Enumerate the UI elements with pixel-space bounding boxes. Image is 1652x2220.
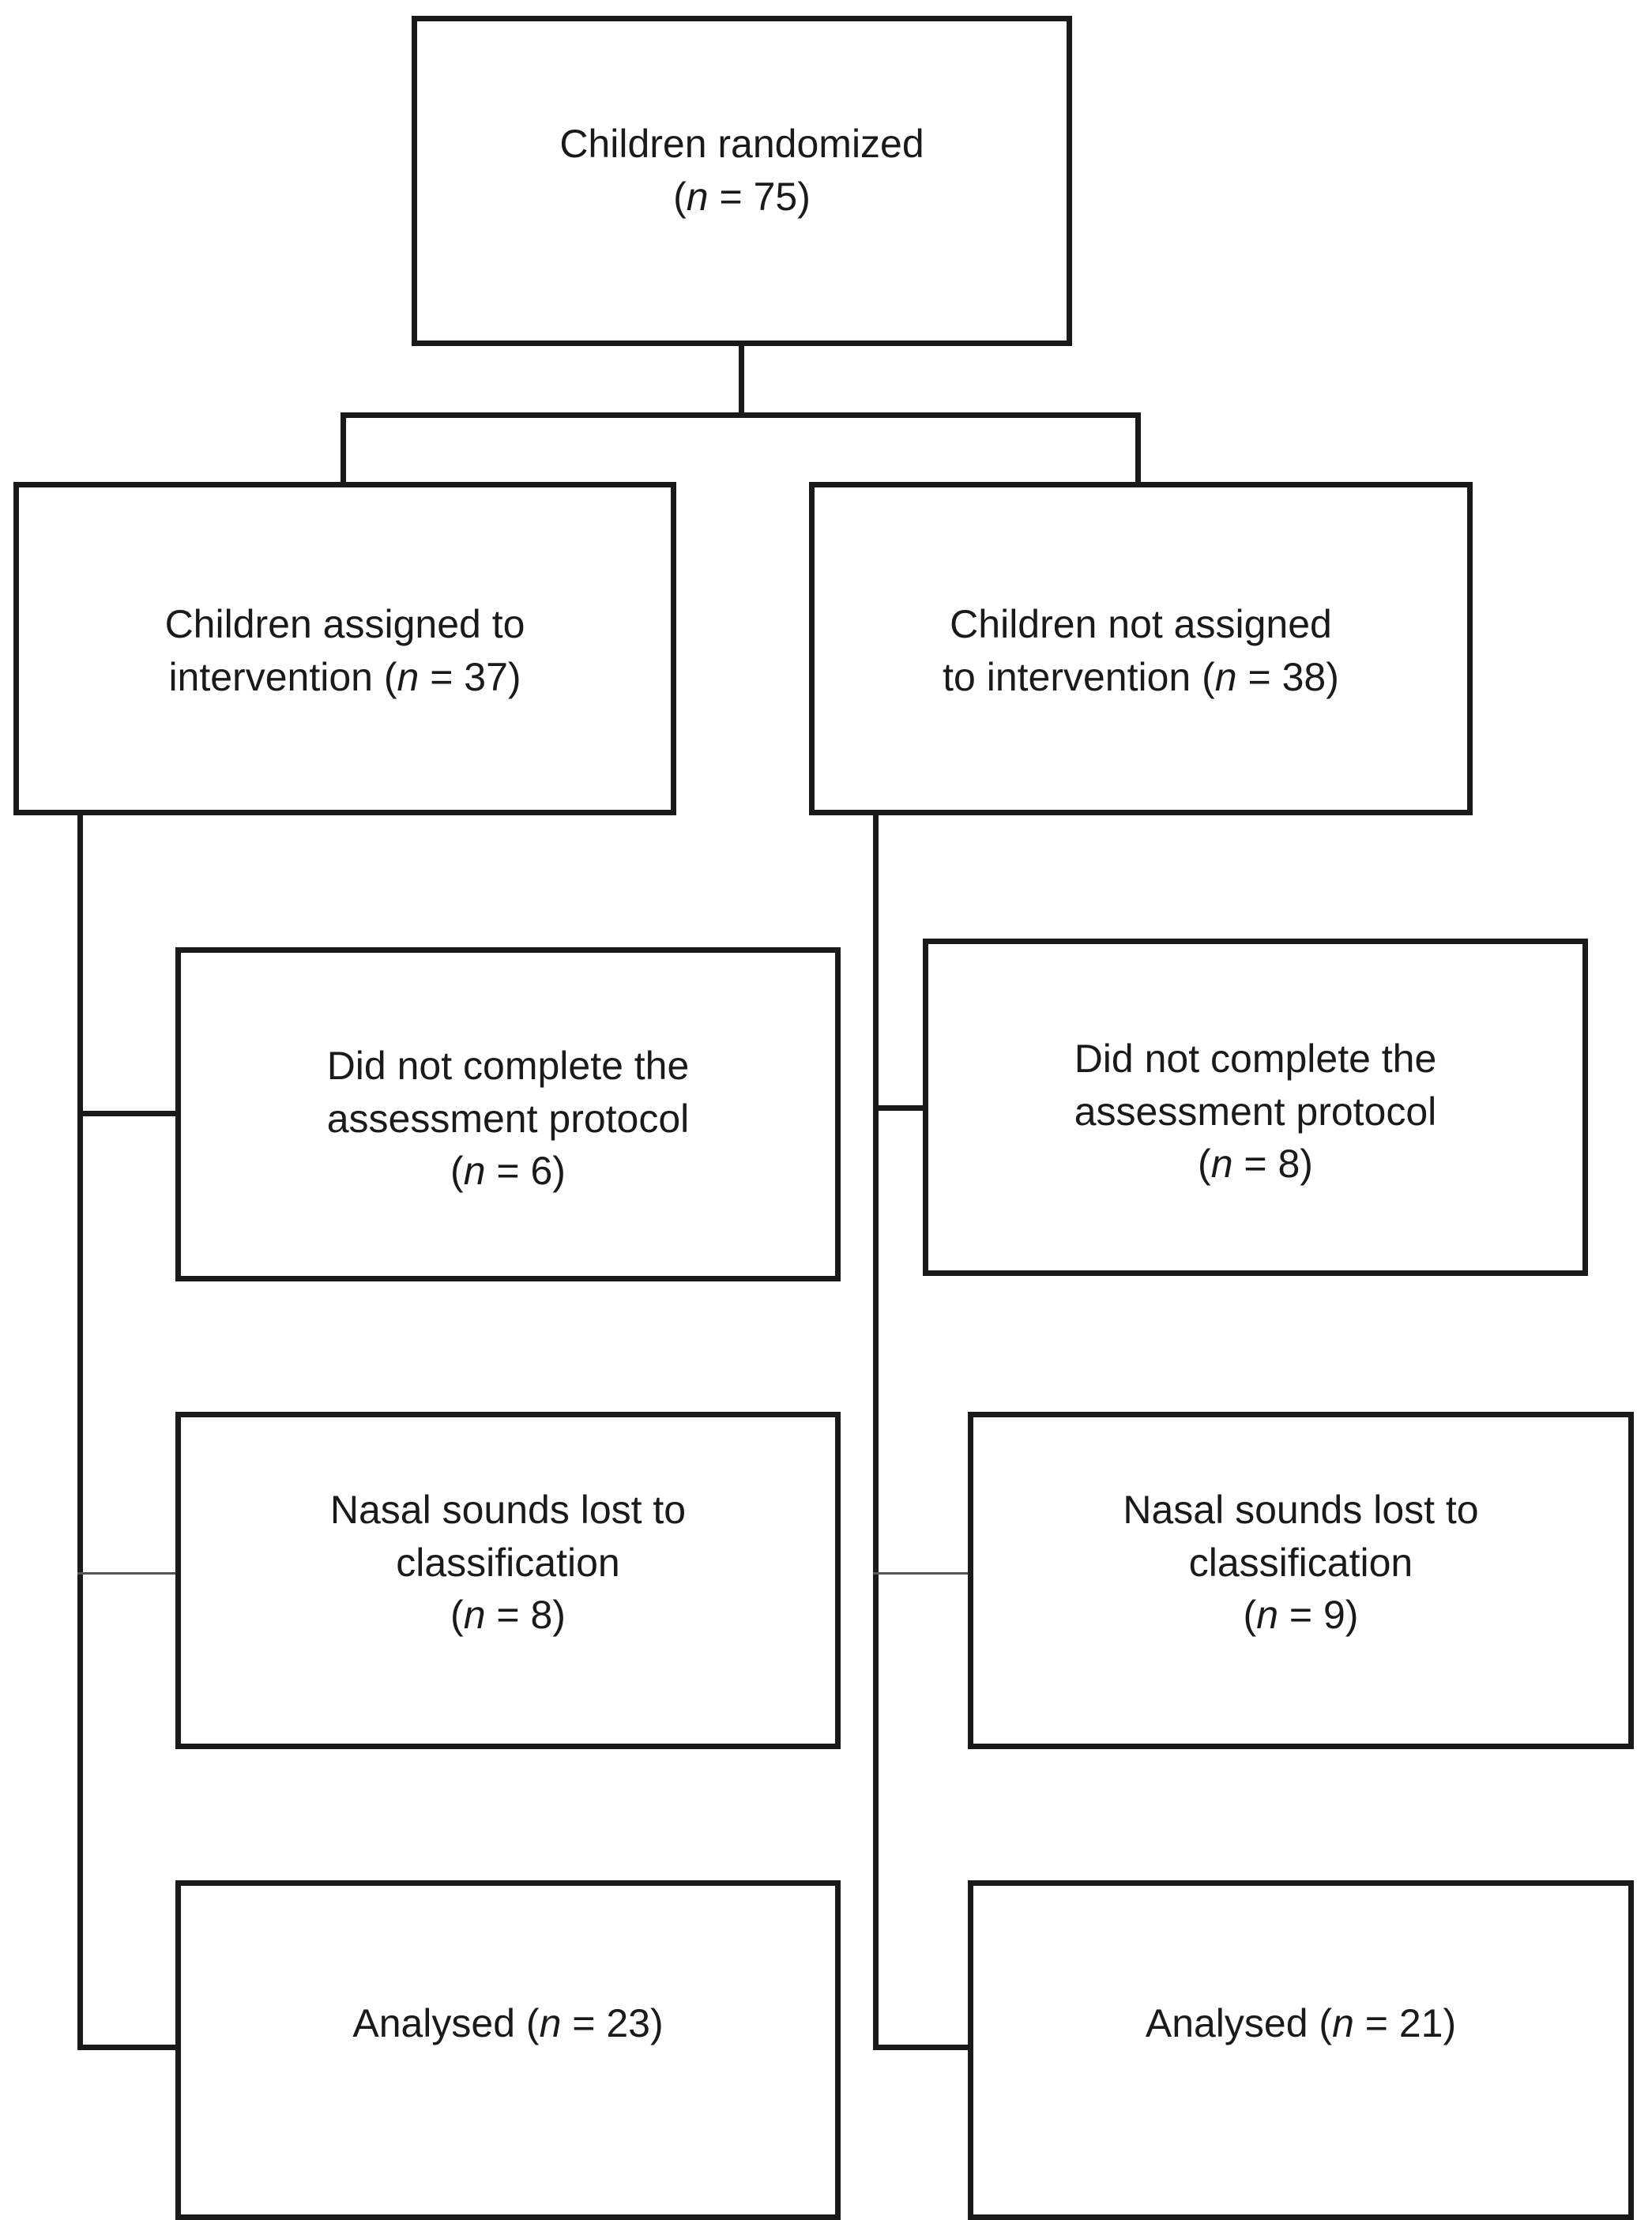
- left-spine-connector: [77, 812, 83, 2050]
- root-stem-connector: [739, 343, 744, 416]
- randomized-label: Children randomized: [559, 122, 924, 166]
- right-incomplete-count: (n = 8): [1198, 1142, 1313, 1186]
- left-nasal-lost-label-2: classification: [396, 1540, 620, 1585]
- right-incomplete-label-2: assessment protocol: [1074, 1089, 1437, 1134]
- left-nasal-lost-box: Nasal sounds lost to classification (n =…: [175, 1412, 841, 1749]
- left-incomplete-box: Did not complete the assessment protocol…: [175, 947, 841, 1281]
- assigned-intervention-label: Children assigned to: [164, 602, 525, 646]
- randomized-box: Children randomized (n = 75): [412, 16, 1072, 346]
- left-incomplete-label-1: Did not complete the: [326, 1044, 690, 1088]
- split-horizontal-connector: [341, 412, 1141, 418]
- left-branch-drop-connector: [341, 412, 346, 485]
- left-nasal-lost-label-1: Nasal sounds lost to: [329, 1488, 687, 1532]
- left-incomplete-count: (n = 6): [450, 1149, 566, 1193]
- assigned-intervention-box: Children assigned to intervention (n = 3…: [13, 482, 676, 815]
- right-nasal-lost-label-2: classification: [1188, 1540, 1413, 1585]
- left-analysed-box: Analysed (n = 23): [175, 1880, 841, 2220]
- right-nasal-lost-count: (n = 9): [1243, 1593, 1359, 1637]
- right-incomplete-connector: [873, 1105, 925, 1111]
- left-nasal-connector: [77, 1572, 179, 1575]
- left-analysed-connector: [77, 2045, 179, 2050]
- not-assigned-intervention-count: to intervention (n = 38): [943, 654, 1339, 699]
- not-assigned-intervention-label: Children not assigned: [950, 602, 1332, 646]
- right-nasal-lost-label-1: Nasal sounds lost to: [1123, 1488, 1479, 1532]
- assigned-intervention-count: intervention (n = 37): [168, 654, 521, 699]
- right-analysed-count: Analysed (n = 21): [1145, 2001, 1457, 2045]
- right-incomplete-box: Did not complete the assessment protocol…: [923, 939, 1588, 1276]
- left-analysed-count: Analysed (n = 23): [352, 2001, 664, 2045]
- left-incomplete-label-2: assessment protocol: [326, 1096, 690, 1141]
- right-analysed-box: Analysed (n = 21): [968, 1880, 1634, 2220]
- not-assigned-intervention-box: Children not assigned to intervention (n…: [809, 482, 1473, 815]
- right-nasal-lost-box: Nasal sounds lost to classification (n =…: [968, 1412, 1634, 1749]
- right-analysed-connector: [873, 2045, 970, 2050]
- left-nasal-lost-count: (n = 8): [450, 1593, 566, 1637]
- right-nasal-connector: [873, 1572, 970, 1575]
- left-incomplete-connector: [77, 1111, 179, 1116]
- randomized-count: (n = 75): [673, 174, 811, 219]
- right-branch-drop-connector: [1135, 412, 1141, 485]
- right-spine-connector: [873, 812, 879, 2050]
- right-incomplete-label-1: Did not complete the: [1074, 1037, 1437, 1081]
